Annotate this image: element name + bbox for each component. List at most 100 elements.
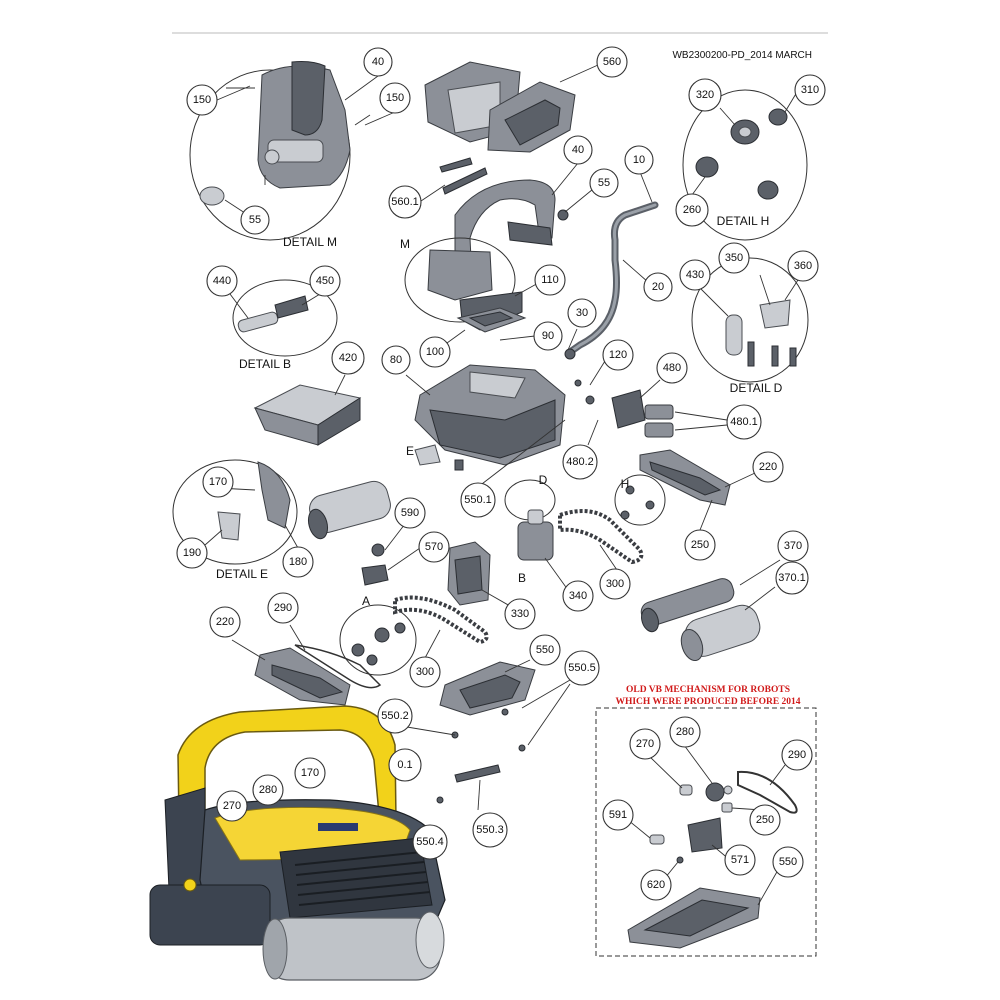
svg-text:550.2: 550.2 [381,710,409,722]
svg-text:310: 310 [801,84,819,96]
callout-420: 420 [331,341,365,375]
detail-h: DETAIL H [682,89,808,241]
svg-text:40: 40 [572,144,584,156]
svg-text:80: 80 [390,354,402,366]
svg-text:100: 100 [426,346,444,358]
svg-text:180: 180 [289,556,307,568]
svg-text:300: 300 [416,666,434,678]
svg-text:120: 120 [609,349,627,361]
detail-d-label: DETAIL D [730,381,783,395]
callout-350: 350 [718,242,750,274]
svg-text:270: 270 [636,738,654,750]
cover-420 [253,384,362,446]
document-code: WB2300200-PD_2014 MARCH [672,50,812,61]
callout-150a: 150 [186,84,218,116]
callout-0-1: 0.1 [388,748,422,782]
detail-e: DETAIL E [172,459,298,581]
svg-text:550.3: 550.3 [476,824,504,836]
svg-text:550.5: 550.5 [568,662,596,674]
detail-m-label: DETAIL M [283,235,337,249]
svg-text:55: 55 [249,214,261,226]
callout-20: 20 [643,272,673,302]
callout-300b: 300 [409,656,441,688]
detail-e-label: DETAIL E [216,567,268,581]
svg-text:55: 55 [598,177,610,189]
callout-55a: 55 [240,205,270,235]
svg-text:220: 220 [759,461,777,473]
svg-text:550.1: 550.1 [464,494,492,506]
callout-340: 340 [562,580,594,612]
svg-text:590: 590 [401,507,419,519]
base-550 [436,661,536,804]
roller-3701 [680,604,761,662]
svg-text:300: 300 [606,578,624,590]
motor-340: D B [504,473,556,585]
gearbox-330 [447,541,491,606]
detail-b-label: DETAIL B [239,357,291,371]
svg-text:620: 620 [647,879,665,891]
callout-550-4: 550.4 [412,824,448,860]
callout-10: 10 [624,145,654,175]
callout-270b: 270 [629,728,661,760]
callout-550-1: 550.1 [460,482,496,518]
callout-571: 571 [724,844,756,876]
callout-560-1: 560.1 [388,185,422,219]
svg-text:370: 370 [784,540,802,552]
callout-90: 90 [533,321,563,351]
callout-591: 591 [602,799,634,831]
svg-text:290: 290 [274,602,292,614]
detail-a-gears: A [339,594,489,676]
svg-text:170: 170 [301,767,319,779]
callout-330: 330 [504,598,536,630]
svg-text:350: 350 [725,252,743,264]
callout-170a: 170 [202,466,234,498]
svg-text:560.1: 560.1 [391,196,419,208]
svg-text:420: 420 [339,352,357,364]
callout-290a: 290 [267,592,299,624]
callout-170b: 170 [294,757,326,789]
old-mechanism-title-1: OLD VB MECHANISM FOR ROBOTS [626,685,790,695]
svg-text:450: 450 [316,275,334,287]
svg-text:480: 480 [663,362,681,374]
callout-250a: 250 [684,529,716,561]
handle-assembly-40: M [400,179,556,331]
callout-260: 260 [675,193,709,227]
svg-text:480.2: 480.2 [566,456,594,468]
svg-text:550: 550 [779,856,797,868]
svg-text:370.1: 370.1 [778,572,806,584]
callout-300a: 300 [599,568,631,600]
callout-620: 620 [640,869,672,901]
callout-550b: 550 [772,846,804,878]
callout-30: 30 [567,298,597,328]
callout-550a: 550 [529,634,561,666]
svg-text:340: 340 [569,590,587,602]
callout-280b: 280 [669,716,701,748]
callout-110: 110 [534,264,566,296]
svg-text:270: 270 [223,800,241,812]
svg-text:330: 330 [511,608,529,620]
callout-560: 560 [596,46,628,78]
callout-360: 360 [787,250,819,282]
callout-40a: 40 [363,47,393,77]
callout-370-1: 370.1 [775,561,809,595]
svg-text:0.1: 0.1 [397,759,412,771]
detail-m: DETAIL M [189,61,371,249]
svg-text:280: 280 [259,784,277,796]
svg-text:480.1: 480.1 [730,416,758,428]
side-plate-220-left [254,644,382,706]
belt-300-right [558,509,644,565]
marker-b: B [518,571,526,585]
callout-590: 590 [394,497,426,529]
svg-text:190: 190 [183,547,201,559]
callout-55b: 55 [589,168,619,198]
detail-d: DETAIL D [691,257,809,395]
callout-100: 100 [419,336,451,368]
marker-a: A [362,594,370,608]
marker-d: D [539,473,548,487]
callout-40b: 40 [563,135,593,165]
callout-480-1: 480.1 [726,404,762,440]
svg-text:150: 150 [193,94,211,106]
old-mechanism-box: OLD VB MECHANISM FOR ROBOTS WHICH WERE P… [595,685,817,957]
svg-text:10: 10 [633,154,645,166]
svg-text:320: 320 [696,89,714,101]
